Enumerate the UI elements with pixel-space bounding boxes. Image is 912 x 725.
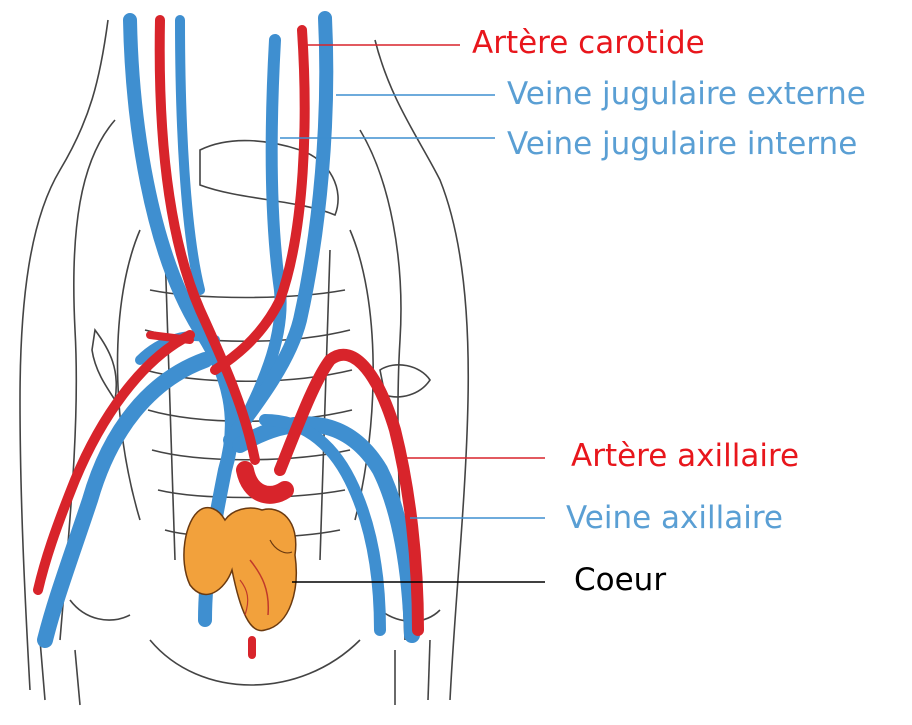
label-external-jugular-vein: Veine jugulaire externe <box>507 76 866 112</box>
label-heart: Coeur <box>574 562 666 598</box>
label-carotid-artery: Artère carotide <box>472 25 705 61</box>
label-axillary-vein: Veine axillaire <box>566 500 783 536</box>
label-axillary-artery: Artère axillaire <box>571 438 799 474</box>
label-internal-jugular-vein: Veine jugulaire interne <box>507 126 857 162</box>
